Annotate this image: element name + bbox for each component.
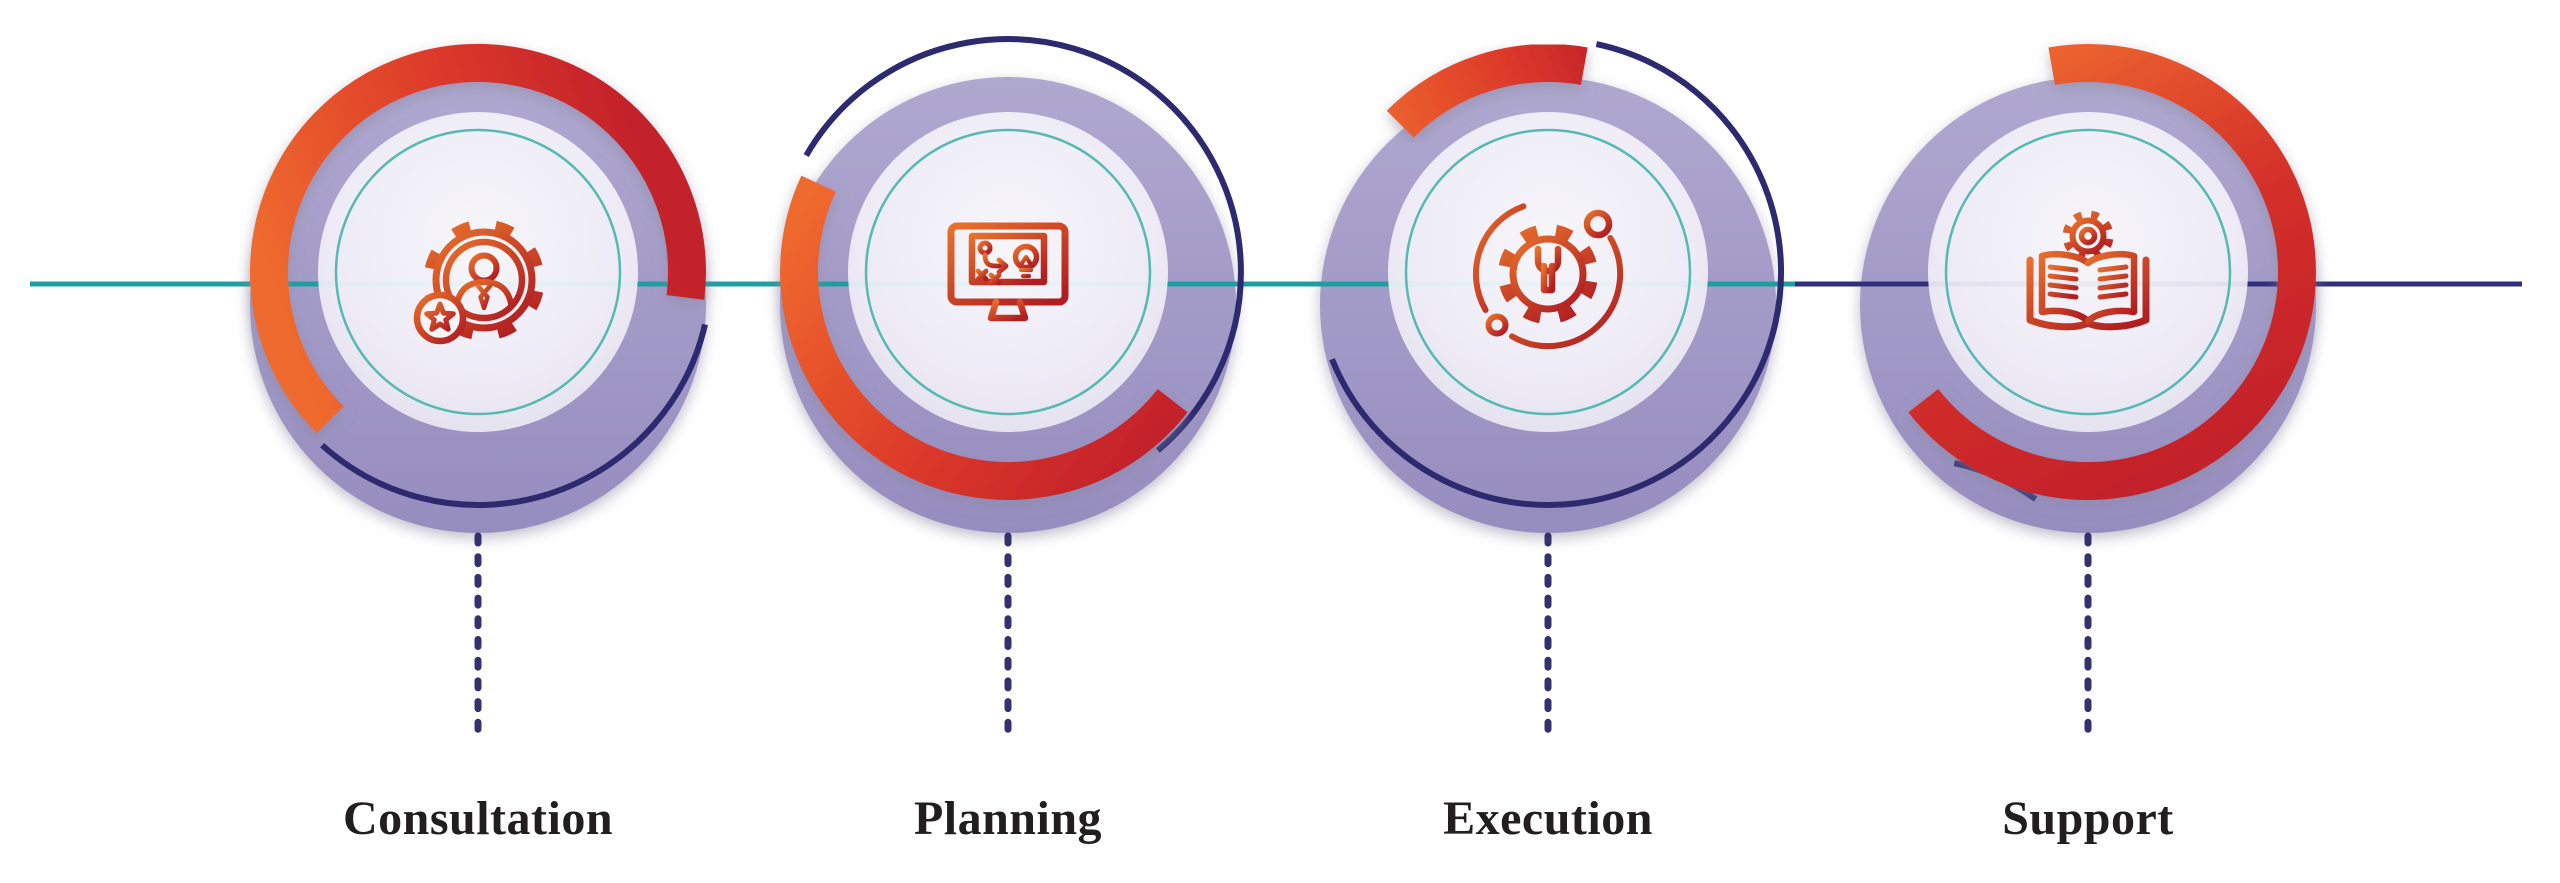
- step-4-orange-arc: [1908, 44, 2316, 501]
- step-2-orange-arc: [780, 175, 1188, 500]
- step-label-support: Support: [2002, 792, 2174, 845]
- step-1-navy-arc: [320, 323, 708, 508]
- step-connectors: [474, 532, 2092, 746]
- step-1-inner-circle: [318, 112, 638, 432]
- step-3-navy-arc: [1329, 41, 1785, 509]
- step-label-planning: Planning: [913, 792, 1103, 845]
- step-circle-execution: [1329, 41, 1785, 509]
- step-circle-support: [1908, 44, 2316, 502]
- step-3-teal-ring: [1404, 128, 1692, 416]
- monitor-strategy-icon: [947, 222, 1069, 328]
- step-3-orange-arc: [1386, 44, 1588, 138]
- step-1-orange-arc: [249, 44, 706, 434]
- open-book-gear-icon: [2026, 210, 2150, 331]
- gear-person-star-icon: [413, 219, 545, 345]
- step-circle-planning: [780, 36, 1244, 500]
- step-label-consultation: Consultation: [342, 792, 614, 845]
- step-1-teal-ring: [334, 128, 622, 416]
- step-2-inner-circle: [848, 112, 1168, 432]
- step-4-teal-ring: [1944, 128, 2232, 416]
- gear-wrench-orbit-icon: [1472, 203, 1624, 350]
- step-circle-consultation: [249, 44, 708, 508]
- step-2-teal-ring: [864, 128, 1152, 416]
- step-2-navy-arc: [803, 36, 1244, 453]
- step-label-execution: Execution: [1443, 792, 1653, 845]
